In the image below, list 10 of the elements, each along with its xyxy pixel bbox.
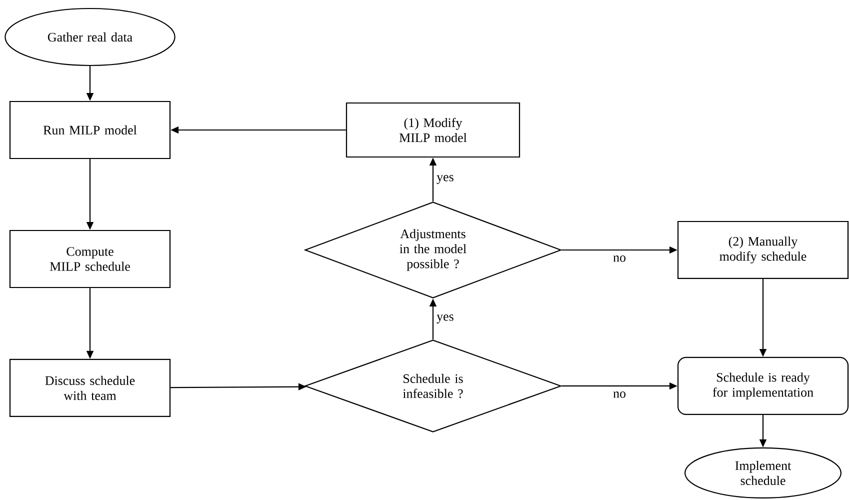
edge-label: yes <box>436 175 454 184</box>
edge-label: no <box>613 256 626 262</box>
process-box: Discuss schedule with team <box>9 358 171 418</box>
process-box: (1) Modify MILP model <box>346 102 520 158</box>
process-box: Run MILP model <box>9 100 171 160</box>
edge-label: no <box>613 392 626 398</box>
result-box: Schedule is ready for implementation <box>677 356 849 416</box>
process-box: (2) Manually modify schedule <box>677 220 849 280</box>
process-box: Compute MILP schedule <box>9 230 171 288</box>
edge-label: yes <box>436 314 454 324</box>
